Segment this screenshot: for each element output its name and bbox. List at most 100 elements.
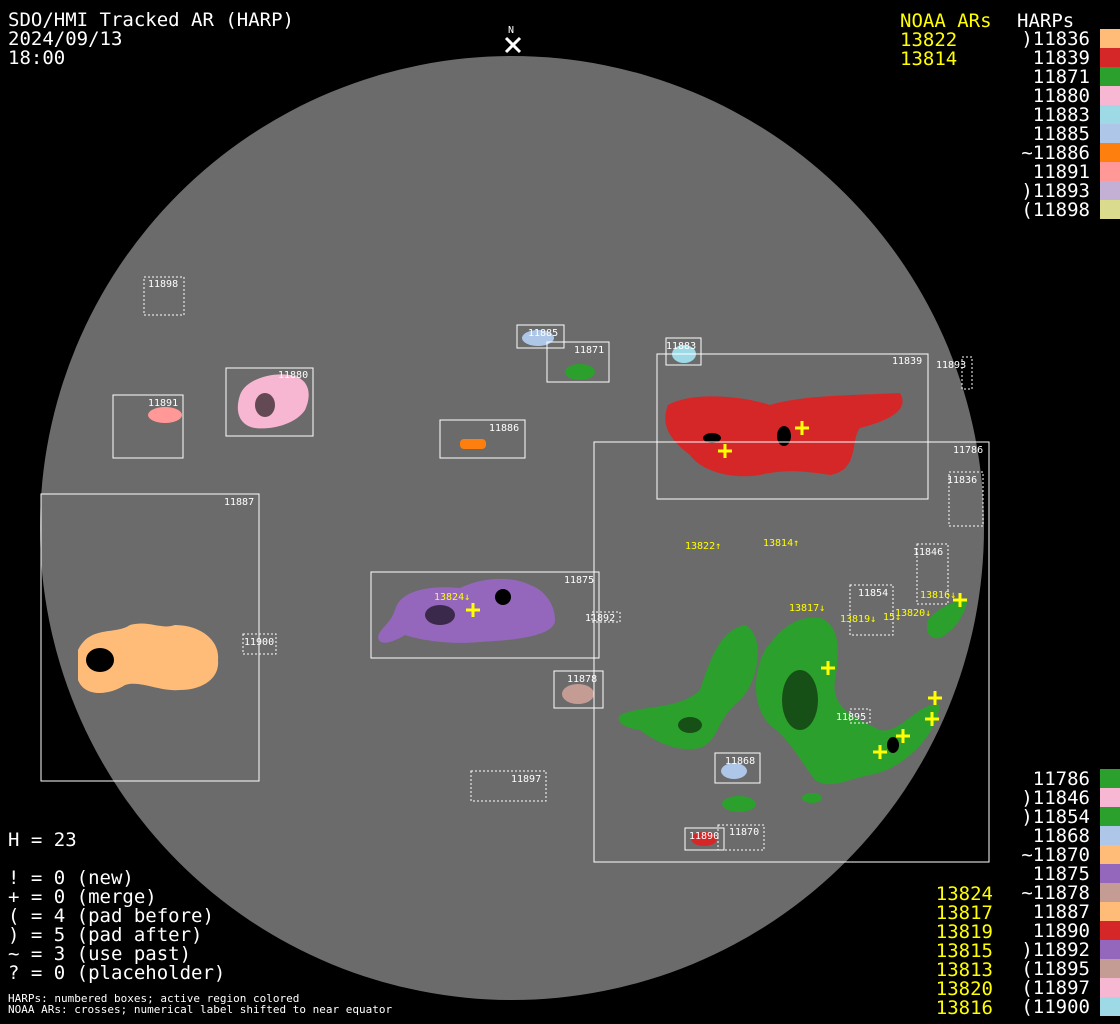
harp-legend-label: 11868	[1032, 824, 1090, 847]
harp-label: 11878	[567, 674, 597, 685]
harp-label: 11900	[244, 637, 274, 648]
harp-color-swatch	[1100, 86, 1120, 105]
harps-heading: HARPs	[1017, 10, 1075, 32]
harp-legend-row: 11880	[1000, 84, 1120, 107]
harp-label: 11898	[148, 279, 178, 290]
harp-color-swatch	[1100, 29, 1120, 48]
harp-box-11898	[143, 276, 185, 316]
harp-legend-label: )11854	[1021, 805, 1090, 828]
harp-color-swatch	[1100, 48, 1120, 67]
harp-label: 11885	[528, 328, 558, 339]
harp-box-11870	[717, 824, 765, 851]
stat-merge: + = 0 (merge)	[8, 886, 157, 908]
harp-legend-row: 11786	[1000, 767, 1120, 790]
noaa-label: 13816↓	[920, 590, 956, 601]
region-11868	[721, 763, 747, 779]
harp-legend-row: )11892	[1000, 938, 1120, 961]
noaa-legend-item: 13820	[935, 978, 993, 1000]
harp-legend-label: ~11886	[1021, 141, 1090, 164]
harp-color-swatch	[1100, 162, 1120, 181]
harp-label: 11839	[892, 356, 922, 367]
harp-box-11886	[439, 419, 526, 459]
harp-color-swatch	[1100, 807, 1120, 826]
noaa-cross-icon	[821, 661, 835, 675]
harp-legend-row: )11854	[1000, 805, 1120, 828]
harp-box-11836	[948, 471, 984, 527]
harp-box-11878	[553, 670, 604, 709]
harp-label: 11886	[489, 423, 519, 434]
harp-legend-label: 11871	[1032, 65, 1090, 88]
harp-color-swatch	[1100, 845, 1120, 864]
noaa-legend-item: 13816	[935, 997, 993, 1019]
north-marker-icon	[504, 36, 522, 54]
noaa-legend-item: 13817	[935, 902, 993, 924]
north-label: N	[508, 25, 514, 36]
time: 18:00	[8, 47, 66, 69]
footer-noaa-note: NOAA ARs: crosses; numerical label shift…	[8, 1003, 393, 1016]
title: SDO/HMI Tracked AR (HARP)	[8, 9, 294, 31]
harp-label: 11891	[148, 398, 178, 409]
stat-pad-after: ) = 5 (pad after)	[8, 924, 203, 946]
harp-box-11892	[591, 611, 621, 623]
harp-legend-label: 11891	[1032, 160, 1090, 183]
harp-label: 11890	[689, 831, 719, 842]
harp-color-swatch	[1100, 826, 1120, 845]
harp-label: 11854	[858, 588, 888, 599]
stat-use-past: ~ = 3 (use past)	[8, 943, 192, 965]
region-11871	[565, 364, 595, 380]
harp-color-swatch	[1100, 978, 1120, 997]
region-11891	[148, 407, 182, 423]
harp-legend-label: (11895	[1021, 957, 1090, 980]
harp-legend-row: 11885	[1000, 123, 1120, 145]
harp-legend-row: )11846	[1000, 786, 1120, 809]
harp-legend-label: 11880	[1032, 84, 1090, 107]
harp-box-11893	[961, 356, 973, 390]
harp-label: 11893	[936, 360, 966, 371]
harp-box-11895	[849, 708, 871, 724]
harp-label: 11887	[224, 497, 254, 508]
harp-color-swatch	[1100, 997, 1120, 1016]
harp-box-11839	[656, 353, 929, 500]
harp-color-swatch	[1100, 940, 1120, 959]
noaa-legend-item: 13824	[935, 883, 993, 905]
harp-box-11846	[916, 543, 949, 605]
harp-legend-row: 11875	[1000, 863, 1120, 885]
harp-legend-label: )11892	[1021, 938, 1090, 961]
harp-label: 11895	[836, 712, 866, 723]
harp-legend-label: 11883	[1032, 103, 1090, 126]
region-11878	[562, 684, 594, 704]
harp-legend-label: )11846	[1021, 786, 1090, 809]
harp-legend-row: 11871	[1000, 65, 1120, 88]
harp-box-11887	[40, 493, 260, 782]
harp-legend-label: 11786	[1032, 767, 1090, 790]
harp-legend-row: 11839	[1000, 47, 1120, 69]
noaa-cross-icon	[795, 421, 809, 435]
harp-box-11875	[370, 571, 600, 659]
harp-legend-row: 11868	[1000, 824, 1120, 847]
harp-label: 11897	[511, 774, 541, 785]
harp-count: H = 23	[8, 829, 77, 851]
harp-legend-label: ~11870	[1021, 843, 1090, 866]
harp-color-swatch	[1100, 181, 1120, 200]
harp-legend-row: (11897	[1000, 977, 1120, 999]
noaa-legend-item: 13819	[935, 921, 993, 943]
stat-placeholder: ? = 0 (placeholder)	[8, 962, 226, 984]
harp-box-11891	[112, 394, 184, 459]
harp-label: 11871	[574, 345, 604, 356]
harp-legend-row: 11883	[1000, 103, 1120, 126]
noaa-legend-item: 13813	[935, 959, 993, 981]
harp-legend-row: 11890	[1000, 920, 1120, 942]
noaa-label: 13822↑	[685, 541, 721, 552]
harp-label: 11892	[585, 613, 615, 624]
noaa-cross-icon	[466, 603, 480, 617]
noaa-item: 13814	[900, 48, 958, 70]
harp-color-swatch	[1100, 883, 1120, 902]
harp-box-11868	[714, 752, 761, 784]
region-11886	[460, 439, 486, 449]
harp-legend-row: )11893	[1000, 180, 1120, 202]
harp-label: 11868	[725, 756, 755, 767]
harp-color-swatch	[1100, 67, 1120, 86]
noaa-label: 13817↓	[789, 603, 825, 614]
harp-color-swatch	[1100, 143, 1120, 162]
sunspots	[86, 393, 899, 753]
